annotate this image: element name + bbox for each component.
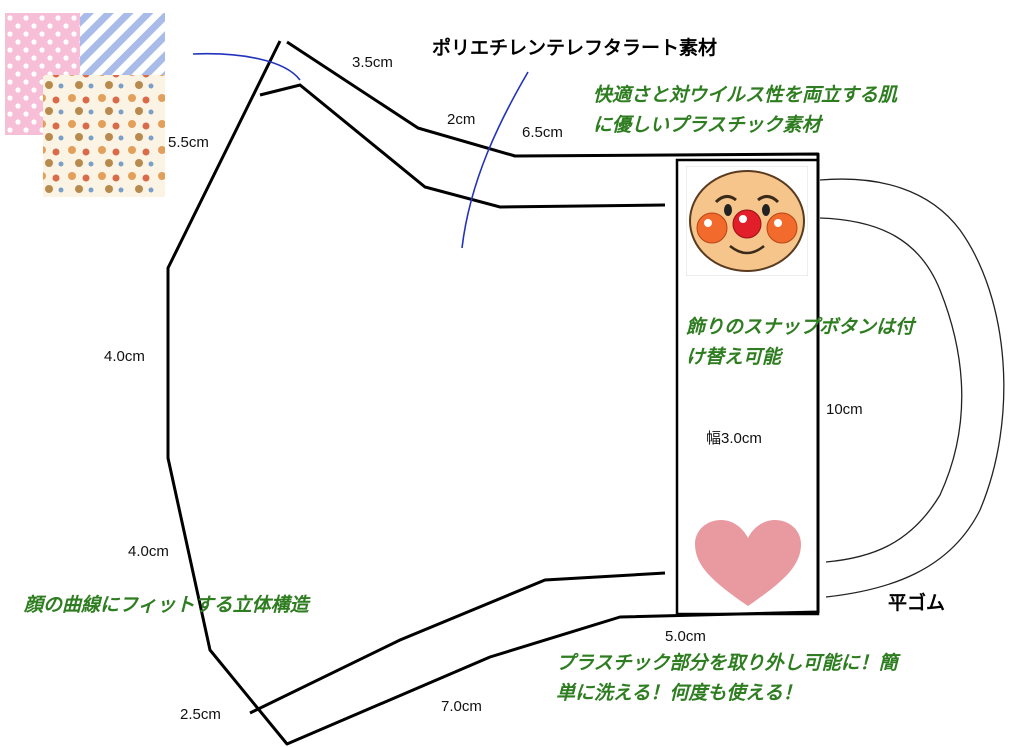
material-title: ポリエチレンテレフタラート素材 [432, 37, 718, 59]
pointer-line-material [461, 71, 529, 249]
note-washable: プラスチック部分を取り外し可能に！簡 単に洗える！何度も使える！ [556, 648, 898, 708]
heart-decoration [695, 520, 801, 606]
dimension-label: 5.5cm [168, 134, 209, 151]
note-snap-line-1: 飾りのスナップボタンは付 [686, 316, 915, 338]
elastic-label: 平ゴム [888, 592, 946, 614]
plastic-strip-panel [675, 158, 820, 616]
dimension-label: 6.5cm [522, 124, 563, 141]
note-material-line-1: 快適さと対ウイルス性を両立する肌 [593, 84, 898, 106]
pointer-line-fabric [192, 52, 301, 81]
elastic-band-inner [819, 217, 963, 563]
anpanman-face-decoration [686, 166, 808, 276]
inner-bottom-seam [249, 571, 666, 715]
character-print-fabric-swatch [43, 75, 165, 197]
note-washable-line-1: プラスチック部分を取り外し可能に！簡 [556, 652, 898, 674]
note-material-line-2: に優しいプラスチック素材 [593, 114, 821, 136]
note-snap-line-2: け替え可能 [686, 346, 782, 368]
dimension-label: 4.0cm [128, 543, 169, 560]
dimension-label: 4.0cm [104, 348, 145, 365]
dimension-label: 7.0cm [441, 698, 482, 715]
dimension-label: 3.5cm [352, 54, 393, 71]
dimension-label: 2cm [447, 111, 476, 128]
note-washable-line-2: 単に洗える！何度も使える！ [556, 682, 802, 704]
inner-top-seam [259, 83, 666, 209]
mask-outer-outline [166, 40, 820, 746]
note-material: 快適さと対ウイルス性を両立する肌 に優しいプラスチック素材 [593, 80, 897, 140]
note-fit: 顔の曲線にフィットする立体構造 [24, 594, 309, 616]
dimension-label: 10cm [826, 401, 863, 418]
dimension-label: 2.5cm [180, 706, 221, 723]
elastic-band-outer [819, 178, 1005, 598]
strip-width-label: 幅3.0cm [706, 430, 762, 447]
fabric-swatches [5, 13, 165, 197]
note-snap-button: 飾りのスナップボタンは付 け替え可能 [686, 312, 914, 372]
dimension-label: 5.0cm [665, 628, 706, 645]
